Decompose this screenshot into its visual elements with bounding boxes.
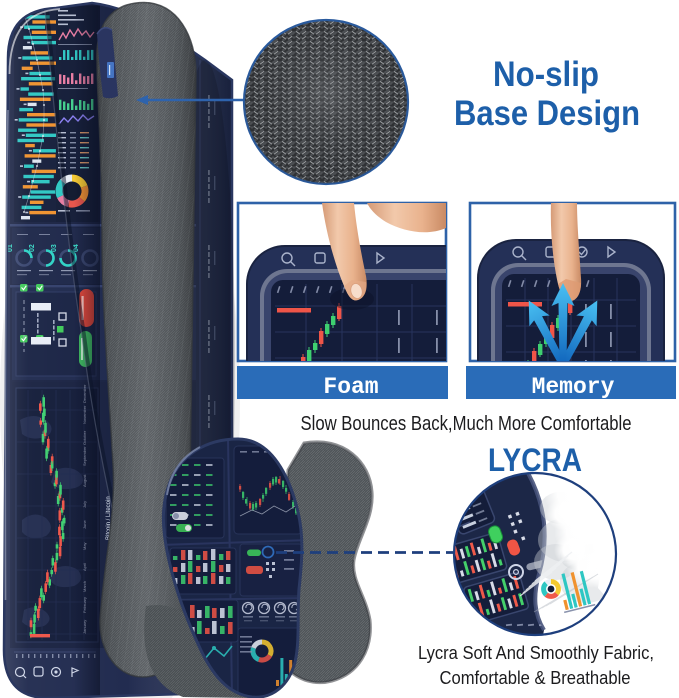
svg-text:Foam: Foam <box>323 374 378 400</box>
svg-text:Base Design: Base Design <box>454 94 640 133</box>
svg-text:Memory: Memory <box>532 374 615 400</box>
svg-text:Lycra Soft And Smoothly Fabric: Lycra Soft And Smoothly Fabric, <box>418 643 654 663</box>
svg-text:Slow Bounces Back,Much More Co: Slow Bounces Back,Much More Comfortable <box>301 413 632 435</box>
svg-text:Comfortable & Breathable: Comfortable & Breathable <box>440 668 631 688</box>
svg-text:No-slip: No-slip <box>493 55 599 94</box>
